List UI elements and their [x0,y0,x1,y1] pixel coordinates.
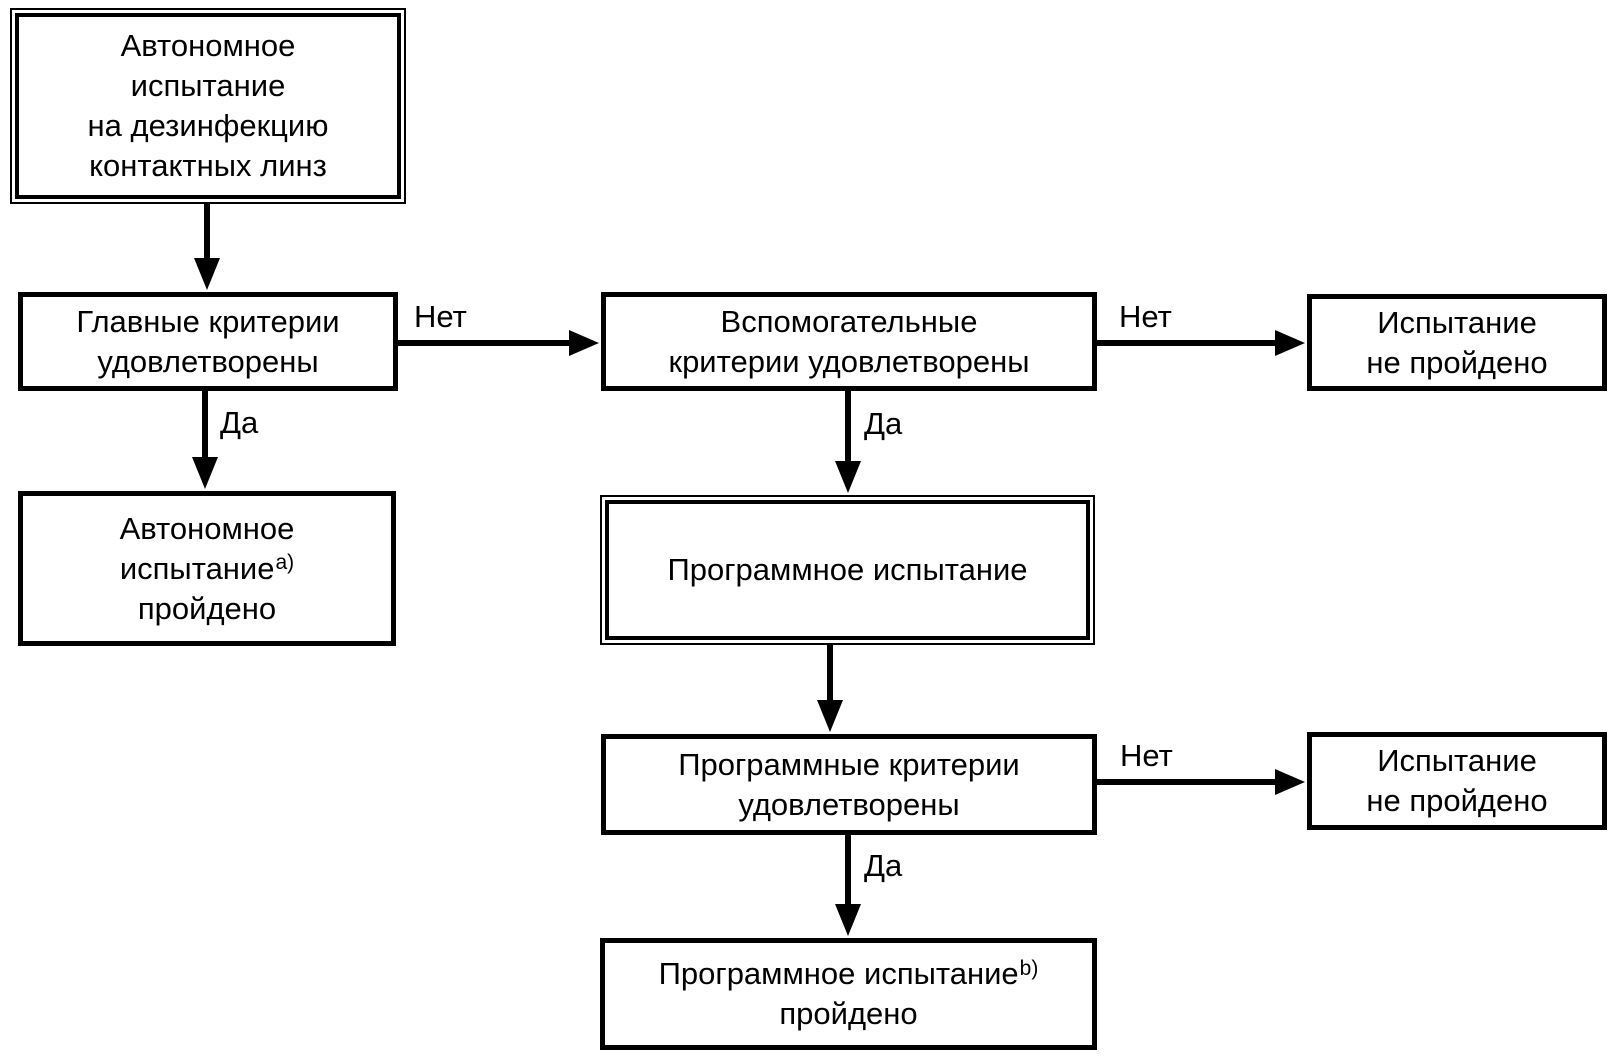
connector-aux-to-program-test [845,391,851,463]
node-main-criteria: Главные критерии удовлетворены [18,292,398,391]
node-text-line: испытание [130,68,286,103]
node-test-failed-top: Испытание не пройдено [1307,294,1607,391]
arrow-right-icon [1275,330,1305,356]
arrow-right-icon [569,330,599,356]
node-text-line: удовлетворены [738,786,960,822]
connector-criteria-to-failed [1097,779,1277,785]
connector-main-to-autonomous-passed [202,391,208,459]
node-text-line: пройдено [137,590,277,626]
connector-main-to-aux [398,340,571,346]
node-text-line: Программные критерии [678,746,1020,782]
node-text-line: Испытание [1377,743,1537,778]
edge-label-yes: Да [864,406,903,441]
connector-aux-to-failed [1097,340,1277,346]
connector-program-test-to-criteria [827,645,833,702]
node-text-line: не пройдено [1366,783,1548,818]
footnote-ref-b: b) [1019,956,1039,980]
node-text-line: контактных линз [89,148,327,183]
arrow-down-icon [817,700,843,732]
arrow-down-icon [194,258,220,290]
node-text-line: Испытание [1377,304,1537,340]
node-program-test-inner: Программное испытание [605,500,1090,640]
node-program-passed: Программное испытаниеb) пройдено [600,938,1097,1050]
node-text-segment: Программное испытание [658,956,1019,991]
arrow-down-icon [835,904,861,936]
node-text-line: не пройдено [1366,344,1548,380]
node-text-line: Главные критерии [76,303,340,339]
edge-label-yes: Да [864,848,903,883]
node-start-inner: Автономное испытание на дезинфекцию конт… [15,13,401,199]
node-text-line: Автономное [120,28,296,63]
node-text-segment: испытание [119,550,275,586]
edge-label-no: Нет [1119,299,1172,334]
node-program-test: Программное испытание [600,495,1095,645]
footnote-ref-a: a) [275,551,295,575]
edge-label-yes: Да [220,405,259,440]
node-text-line: удовлетворены [97,343,319,379]
node-text-line: пройдено [779,996,918,1031]
edge-label-no: Нет [1120,738,1173,773]
node-text-line: Вспомогательные [720,303,978,339]
node-autonomous-passed: Автономное испытаниеa) пройдено [18,491,396,646]
arrow-right-icon [1275,769,1305,795]
node-text-line: испытаниеa) [120,549,294,589]
node-aux-criteria: Вспомогательные критерии удовлетворены [601,292,1097,391]
connector-start-to-main [204,202,210,260]
node-text-line: Автономное [119,510,295,546]
arrow-down-icon [192,457,218,489]
node-text-line: Программное испытание [667,552,1028,587]
node-program-criteria: Программные критерии удовлетворены [601,734,1097,835]
edge-label-no: Нет [414,299,467,334]
node-text-line: критерии удовлетворены [668,343,1030,379]
node-text-line: Программное испытаниеb) [659,954,1039,994]
node-text-line: на дезинфекцию [87,108,329,143]
node-start: Автономное испытание на дезинфекцию конт… [10,8,406,204]
connector-criteria-to-program-passed [845,835,851,906]
arrow-down-icon [835,461,861,493]
node-test-failed-bottom: Испытание не пройдено [1307,732,1607,830]
